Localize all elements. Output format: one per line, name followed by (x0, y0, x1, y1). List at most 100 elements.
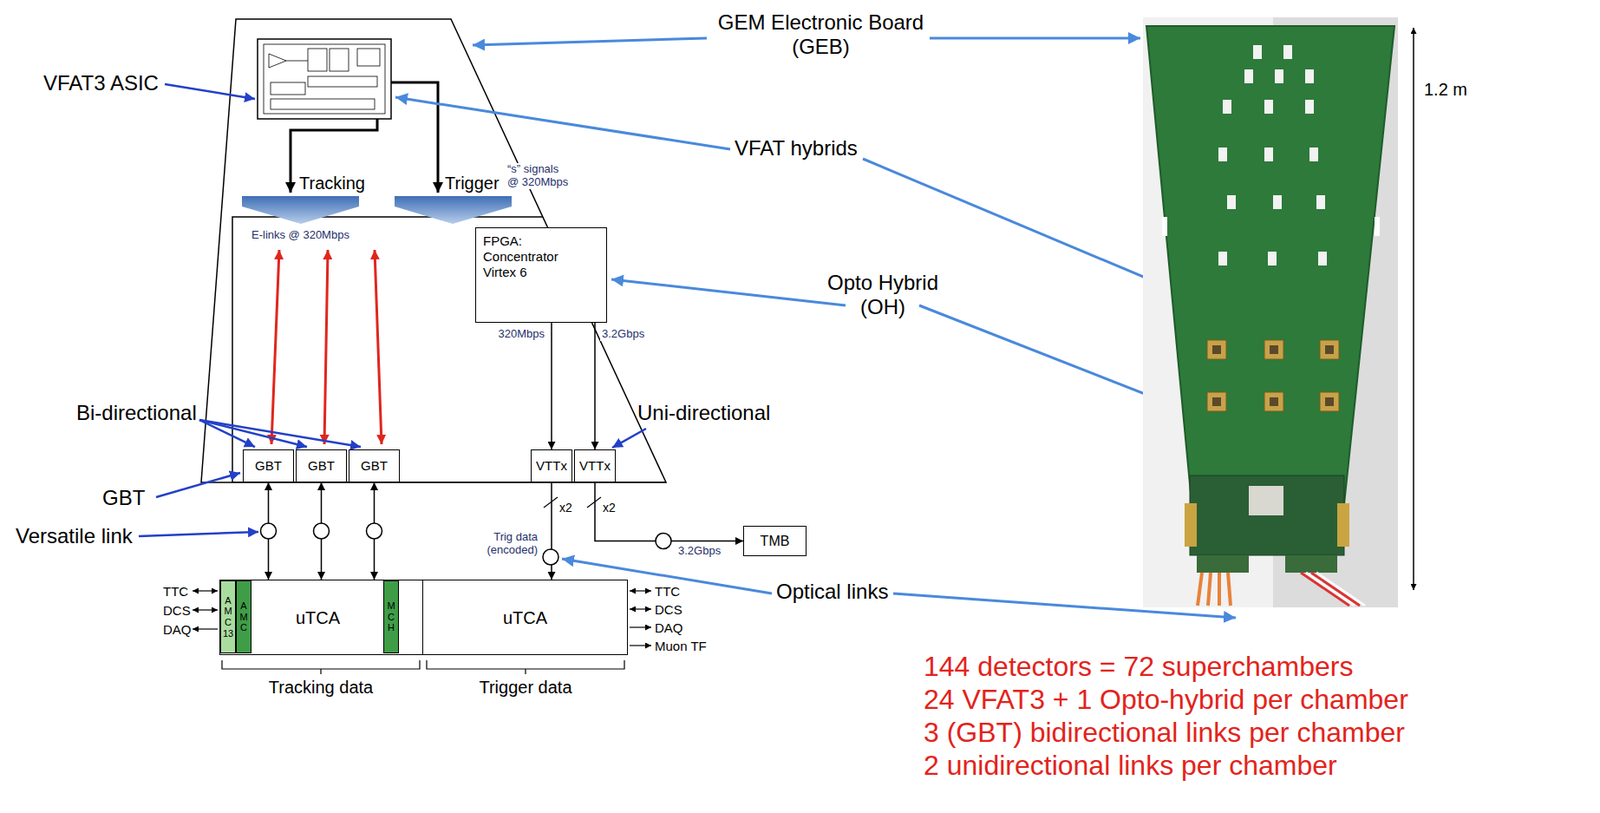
fiber-symbol (366, 522, 383, 539)
vfat-slot (1227, 195, 1236, 209)
fiber-symbol (542, 548, 559, 565)
vfat-slot (1267, 251, 1277, 266)
dimension-line (1412, 27, 1415, 590)
vfat-slot (1273, 195, 1282, 209)
chip-photo (1325, 345, 1334, 354)
signal-label: “s” signals @ 320Mbps (505, 163, 575, 190)
io-label: Muon TF (654, 638, 707, 654)
amc-slot: A M C (235, 580, 252, 654)
link-connector (550, 322, 553, 450)
board-sticker (1374, 216, 1380, 236)
fpga-photo (1248, 485, 1284, 516)
node-text: FPGA: Concentrator Virtex 6 (483, 233, 579, 281)
callout-label: GEM Electronic Board (GEB) (710, 10, 932, 59)
io-arrow (629, 589, 652, 591)
group-bracket (426, 659, 625, 674)
node-text: GBT (360, 457, 388, 474)
multiplicity-label: x2 (602, 500, 616, 515)
utca-crate: uTCA (422, 579, 628, 655)
fiber-photo (1197, 572, 1231, 606)
vfat3-core (263, 44, 386, 114)
leader-arrow (199, 419, 361, 447)
vfat-slot (1253, 45, 1262, 59)
chip-block (270, 82, 306, 95)
path-label: Trigger (444, 173, 500, 194)
signal-wire (286, 60, 308, 62)
signal-label: 3.2Gbps (678, 544, 721, 558)
io-arrow (629, 626, 652, 627)
chip-block (329, 48, 349, 72)
chip-block (307, 76, 378, 87)
amc13-slot: A M C 13 (220, 580, 236, 654)
utca-crate: uTCA A M C 13A M C M C H (219, 579, 424, 655)
node-text: VTTx (579, 457, 611, 474)
vfat3-chip (257, 39, 392, 119)
node-text: M C H (384, 600, 399, 634)
multiplicity-label: x2 (559, 500, 573, 515)
vfat-slot (1264, 99, 1274, 114)
summary-note: 3 (GBT) bidirectional links per chamber (923, 716, 1405, 749)
node-text: uTCA (502, 607, 548, 628)
tmb-box: TMB (743, 525, 807, 556)
callout-label: Optical links (776, 579, 889, 604)
io-arrow (629, 607, 652, 609)
chip-photo (1269, 345, 1279, 354)
io-label: DCS (654, 601, 683, 617)
path-label: Tracking (299, 173, 366, 194)
io-arrow (192, 627, 218, 629)
leader-arrow (138, 531, 259, 536)
chip-photo (1269, 397, 1279, 406)
chip-photo (1325, 397, 1334, 406)
tracking-path (290, 118, 378, 193)
leader-arrow (612, 428, 647, 448)
node-text: VTTx (535, 457, 568, 474)
chip-block (307, 48, 327, 72)
io-arrow (192, 608, 218, 610)
vfat-hybrid-photo (1264, 339, 1284, 360)
preamp-symbol (268, 53, 287, 68)
io-label: DAQ (163, 621, 192, 637)
fiber-symbol (655, 533, 672, 549)
node-text: A M C 13 (221, 594, 236, 640)
vfat-slot (1316, 195, 1326, 209)
fpga-box: FPGA: Concentrator Virtex 6 (475, 227, 608, 323)
leader-arrow (611, 279, 846, 306)
vfat-hybrid-photo (1264, 391, 1284, 412)
node-text: GBT (307, 457, 335, 474)
connector-photo (1196, 555, 1249, 573)
leader-arrow (199, 419, 307, 447)
vfat-slot (1218, 251, 1228, 266)
vfat-slot (1244, 69, 1254, 84)
gbt-box: GBT (348, 449, 400, 483)
chip-photo (1212, 345, 1222, 354)
chip-photo (1212, 397, 1222, 406)
vfat-slot (1309, 147, 1319, 162)
vttx-box: VTTx (574, 449, 616, 483)
fiber-symbol (313, 522, 330, 539)
vfat-slot (1222, 99, 1232, 114)
signal-label: Trig data (encoded) (482, 530, 538, 557)
vfat-slot (1318, 251, 1327, 266)
fiber-symbol (261, 522, 277, 539)
summary-note: 2 unidirectional links per chamber (923, 749, 1338, 782)
summary-note: 144 detectors = 72 superchambers (923, 650, 1353, 683)
vfat-slot (1274, 69, 1284, 84)
leader-arrow (156, 472, 241, 497)
vfat-hybrid-photo (1319, 391, 1339, 412)
link-connector (594, 482, 744, 542)
photo-background (1142, 17, 1398, 608)
bundle-slash (587, 496, 601, 508)
io-label: DAQ (654, 620, 684, 635)
io-label: DCS (163, 602, 191, 618)
vfat-slot (1305, 99, 1314, 114)
io-label: TTC (654, 583, 680, 599)
io-label: TTC (163, 583, 189, 599)
connector-photo (1285, 555, 1338, 573)
connector-photo (1337, 502, 1350, 547)
node-text: uTCA (295, 607, 340, 628)
dimension-label: 1.2 m (1423, 79, 1468, 100)
link-rate-label: 3.2Gbps (600, 327, 647, 341)
leader-arrow (472, 38, 707, 46)
geb-board-photo (1146, 26, 1395, 521)
elink-arrow (324, 249, 328, 445)
